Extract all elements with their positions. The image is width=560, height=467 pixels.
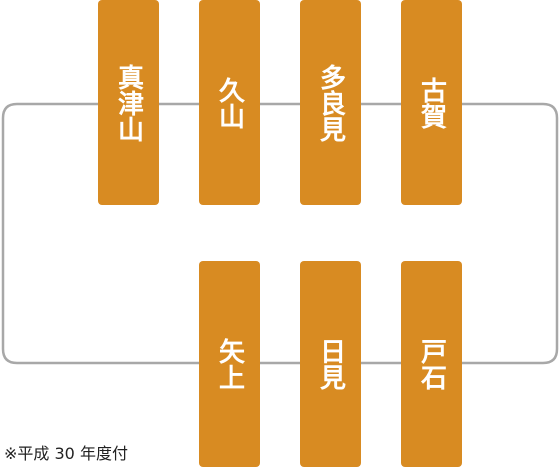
station-label: 古賀: [416, 76, 447, 129]
station-label: 真津山: [113, 63, 144, 142]
station-box-6: 日見: [300, 261, 361, 467]
station-label: 久山: [214, 76, 245, 129]
station-box-3: 多良見: [300, 0, 361, 205]
station-box-1: 真津山: [98, 0, 159, 205]
station-box-5: 矢上: [199, 261, 260, 467]
station-box-2: 久山: [199, 0, 260, 205]
station-box-7: 戸石: [401, 261, 462, 467]
footnote: ※平成 30 年度付: [4, 444, 128, 463]
station-label: 日見: [315, 338, 346, 390]
station-label: 戸石: [416, 338, 447, 390]
station-label: 多良見: [315, 63, 346, 142]
station-box-4: 古賀: [401, 0, 462, 205]
route-loop-line: [1, 102, 559, 365]
station-label: 矢上: [214, 338, 245, 390]
